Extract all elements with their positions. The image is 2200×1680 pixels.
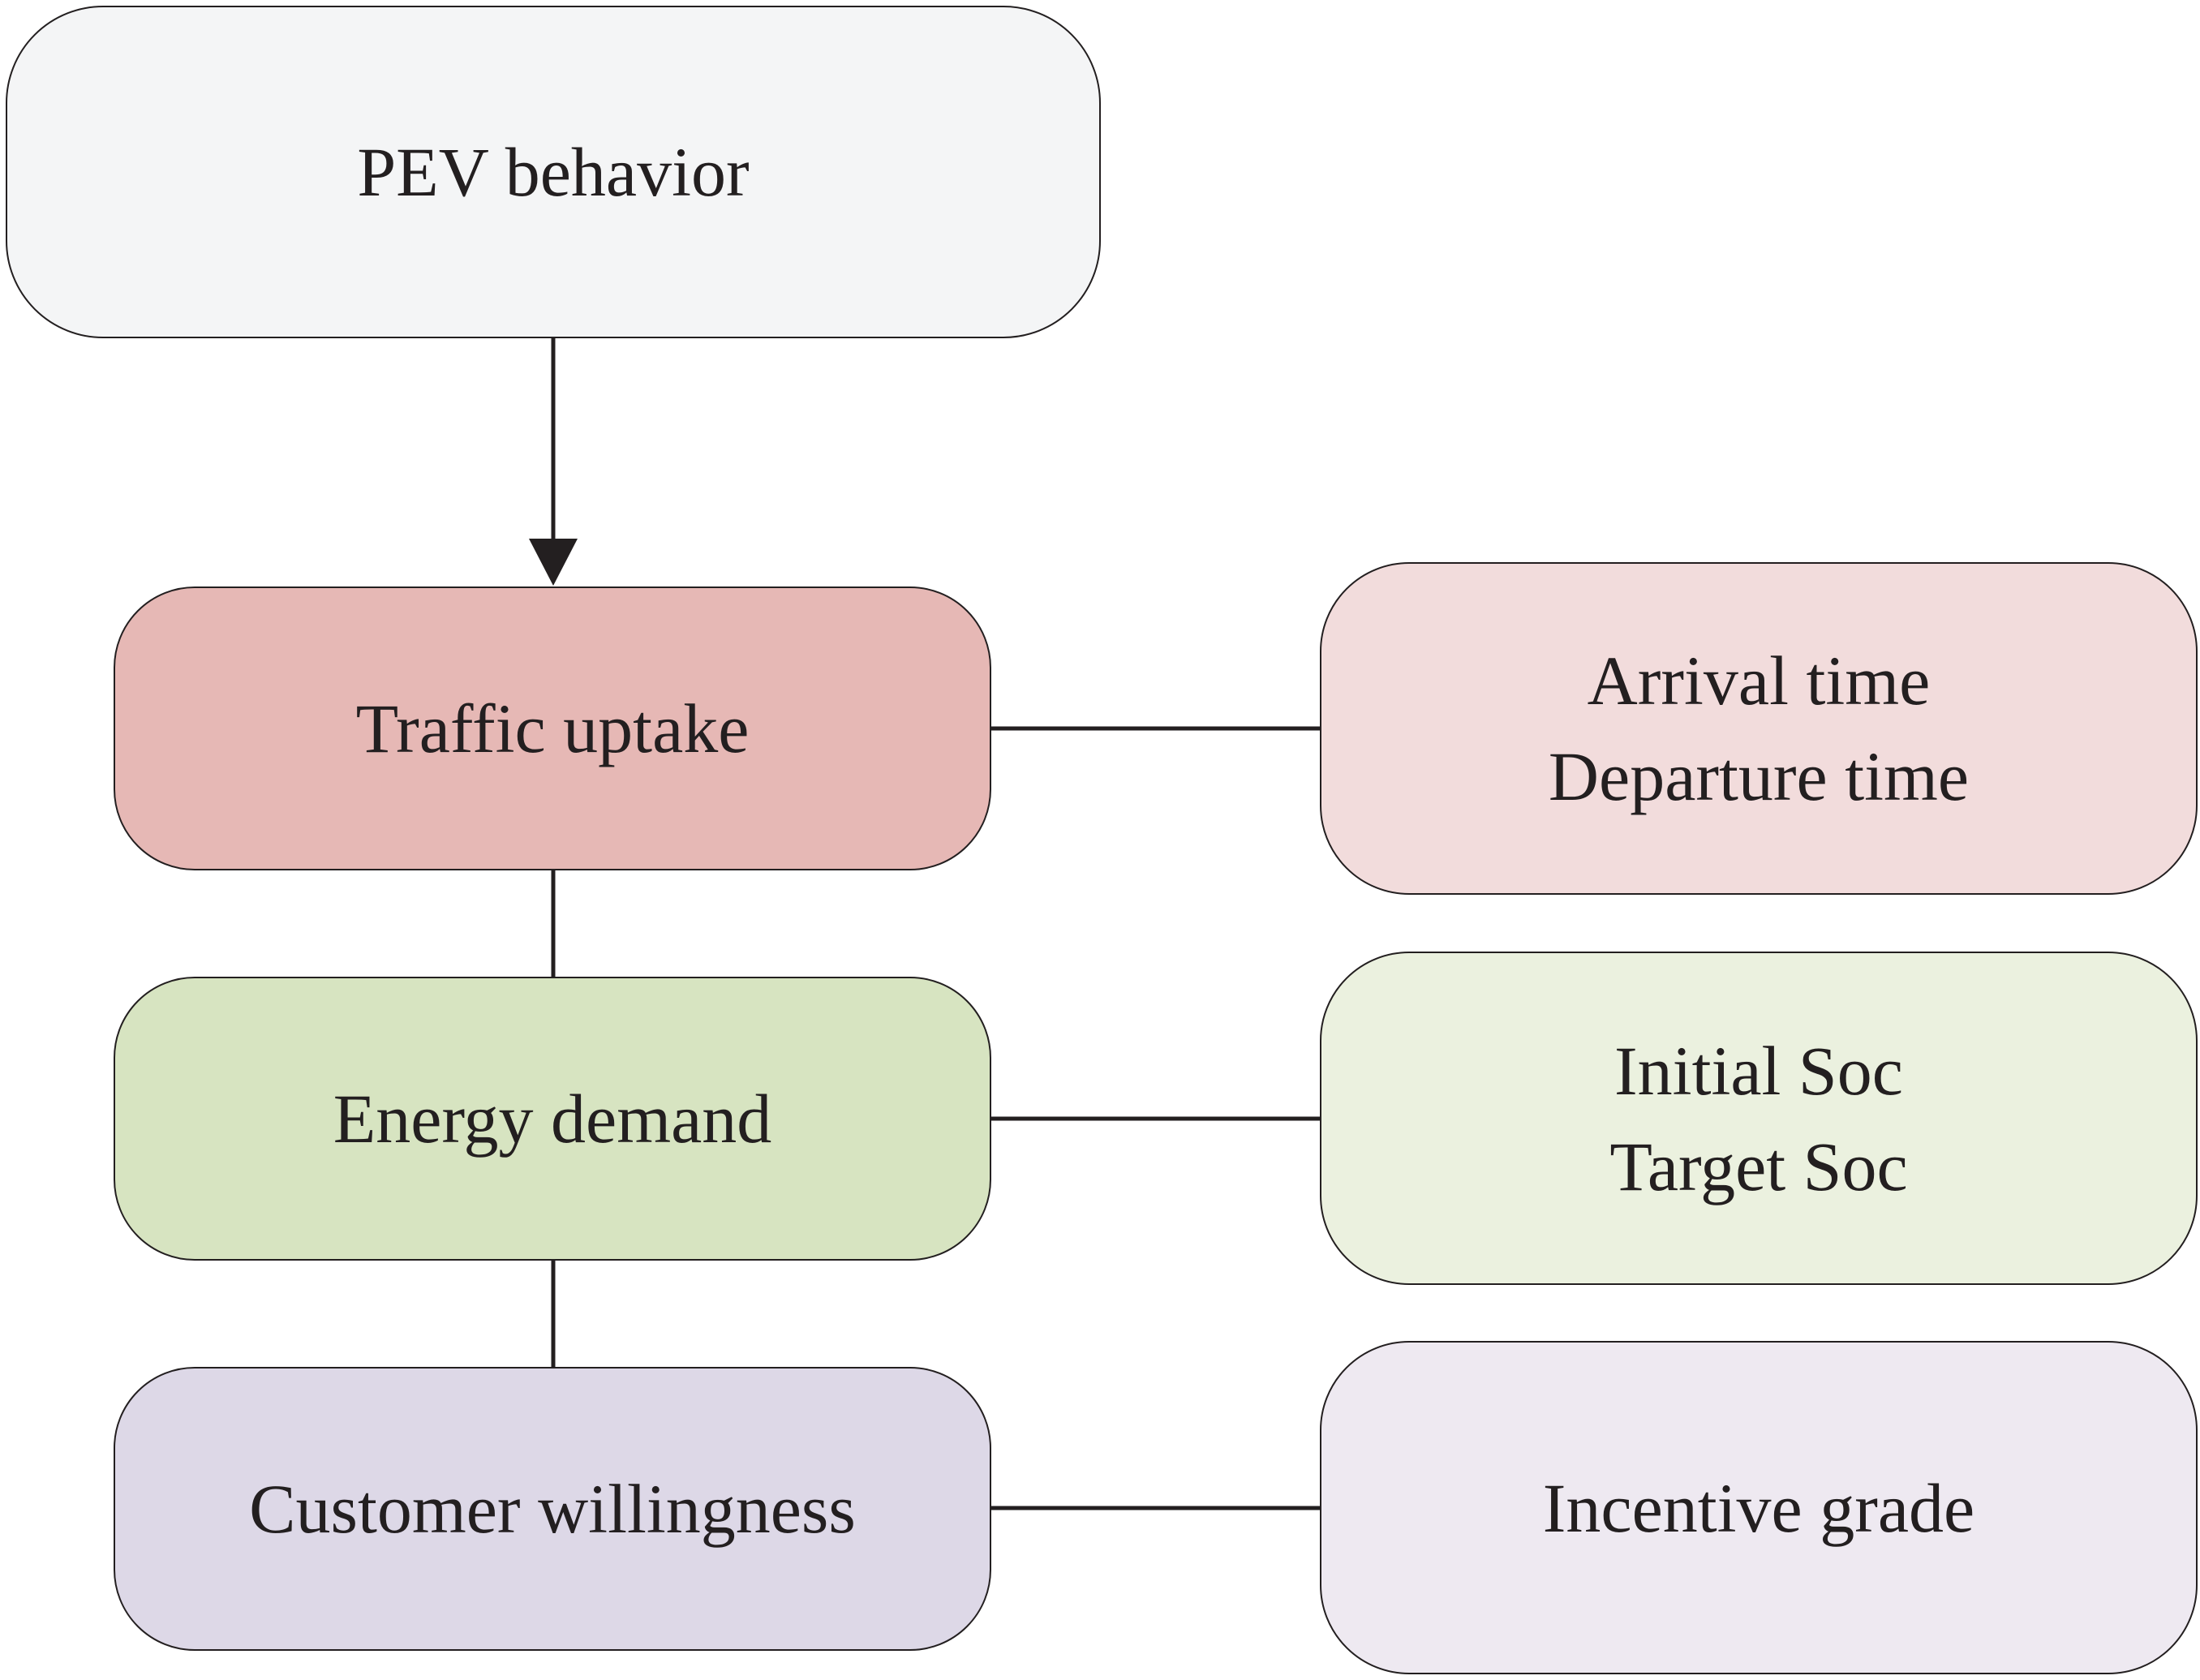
node-energy-demand-label: Energy demand — [333, 1080, 772, 1158]
node-arrival-departure-time: Arrival time Departure time — [1320, 562, 2198, 895]
node-customer-willingness-label: Customer willingness — [249, 1470, 856, 1548]
node-soc-lines: Initial Soc Target Soc — [1609, 1023, 1907, 1214]
initial-soc-text: Initial Soc — [1614, 1031, 1903, 1110]
node-incentive-grade-label: Incentive grade — [1542, 1468, 1975, 1547]
node-traffic-uptake: Traffic uptake — [114, 586, 991, 870]
target-soc-text: Target Soc — [1609, 1127, 1908, 1205]
node-customer-willingness: Customer willingness — [114, 1367, 991, 1651]
node-incentive-grade: Incentive grade — [1320, 1341, 2198, 1674]
node-traffic-uptake-label: Traffic uptake — [355, 690, 750, 767]
node-initial-target-soc: Initial Soc Target Soc — [1320, 952, 2198, 1285]
node-arrival-departure-lines: Arrival time Departure time — [1549, 633, 1969, 824]
arrowhead-down-icon — [529, 539, 578, 586]
node-pev-behavior: PEV behavior — [6, 6, 1101, 338]
node-pev-behavior-label: PEV behavior — [357, 133, 750, 211]
departure-time-text: Departure time — [1548, 737, 1970, 815]
arrival-time-text: Arrival time — [1587, 642, 1931, 720]
node-energy-demand: Energy demand — [114, 977, 991, 1261]
